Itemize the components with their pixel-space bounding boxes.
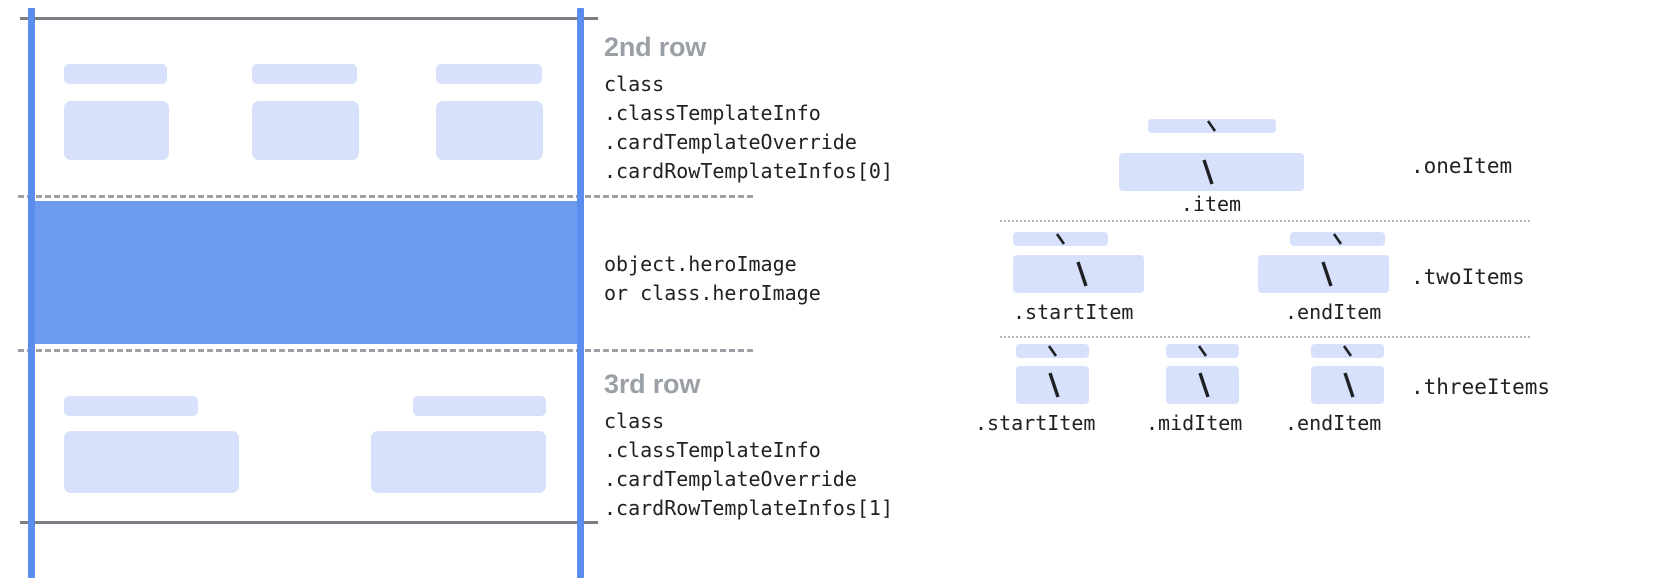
row2-cell2-title-bar xyxy=(413,396,546,416)
three-items-mid-body-chip xyxy=(1166,366,1239,404)
row1-cell1-title-bar xyxy=(64,64,167,84)
slash-icon xyxy=(1290,232,1385,246)
card-left-guide xyxy=(28,8,35,578)
slash-icon xyxy=(1013,255,1144,293)
two-items-end-label: .endItem xyxy=(1285,300,1382,324)
slash-icon xyxy=(1166,366,1239,404)
row2-cell2-body xyxy=(371,431,546,493)
row-separator-bottom xyxy=(18,349,753,352)
row2-cell1-title-bar xyxy=(64,396,198,416)
row1-cell3-title-bar xyxy=(436,64,542,84)
row1-cell2-title-bar xyxy=(252,64,357,84)
three-items-end-header-chip xyxy=(1311,344,1384,358)
slash-icon xyxy=(1016,344,1089,358)
three-items-end-label: .endItem xyxy=(1285,411,1382,435)
two-items-end-body-chip xyxy=(1258,255,1389,293)
row1-cell3-body xyxy=(436,101,543,160)
three-items-section-label: .threeItems xyxy=(1411,375,1551,399)
annotation-hero-image: object.heroImage or class.heroImage xyxy=(604,250,821,308)
two-items-start-body-chip xyxy=(1013,255,1144,293)
card-bottom-rule xyxy=(20,521,598,524)
card-right-guide xyxy=(577,8,584,578)
slash-icon xyxy=(1013,232,1108,246)
row1-cell1-body xyxy=(64,101,169,160)
second-row-title: 2nd row xyxy=(604,32,707,62)
one-item-header-chip xyxy=(1148,119,1276,133)
two-items-start-label: .startItem xyxy=(1013,300,1134,324)
third-row-code-line-3: .cardTemplateOverride xyxy=(604,467,857,491)
hero-code-line-2: or class.heroImage xyxy=(604,281,821,305)
three-items-end-body-chip xyxy=(1311,366,1384,404)
item-separator-1 xyxy=(1000,220,1530,222)
third-row-code-line-1: class xyxy=(604,409,665,433)
slash-icon xyxy=(1166,344,1239,358)
hero-code-line-1: object.heroImage xyxy=(604,252,797,276)
slash-icon xyxy=(1311,366,1384,404)
slash-icon xyxy=(1258,255,1389,293)
hero-image-block xyxy=(31,201,582,344)
two-items-start-header-chip xyxy=(1013,232,1108,246)
second-row-code-line-3: .cardTemplateOverride xyxy=(604,130,857,154)
two-items-end-header-chip xyxy=(1290,232,1385,246)
slash-icon xyxy=(1016,366,1089,404)
card-top-rule xyxy=(20,17,598,20)
two-items-section-label: .twoItems xyxy=(1411,265,1525,289)
slash-icon xyxy=(1148,119,1276,133)
row1-cell2-body xyxy=(252,101,359,160)
annotation-third-row: 3rd row class .classTemplateInfo .cardTe… xyxy=(604,369,893,523)
annotation-second-row: 2nd row class .classTemplateInfo .cardTe… xyxy=(604,32,893,186)
three-items-start-body-chip xyxy=(1016,366,1089,404)
one-item-body-chip xyxy=(1119,153,1304,191)
one-item-section-label: .oneItem xyxy=(1411,154,1513,178)
second-row-code-line-1: class xyxy=(604,72,665,96)
slash-icon xyxy=(1119,153,1304,191)
second-row-code-line-4: .cardRowTemplateInfos[0] xyxy=(604,159,893,183)
row-separator-top xyxy=(18,195,753,198)
three-items-start-header-chip xyxy=(1016,344,1089,358)
left-card-diagram: 2nd row class .classTemplateInfo .cardTe… xyxy=(0,0,893,584)
three-items-mid-header-chip xyxy=(1166,344,1239,358)
slash-icon xyxy=(1311,344,1384,358)
row2-cell1-body xyxy=(64,431,239,493)
item-separator-2 xyxy=(1000,336,1530,338)
third-row-code-line-4: .cardRowTemplateInfos[1] xyxy=(604,496,893,520)
second-row-code-line-2: .classTemplateInfo xyxy=(604,101,821,125)
one-item-label: .item xyxy=(1180,192,1242,216)
three-items-mid-label: .midItem xyxy=(1146,411,1243,435)
three-items-start-label: .startItem xyxy=(975,411,1096,435)
third-row-code-line-2: .classTemplateInfo xyxy=(604,438,821,462)
third-row-title: 3rd row xyxy=(604,369,701,399)
